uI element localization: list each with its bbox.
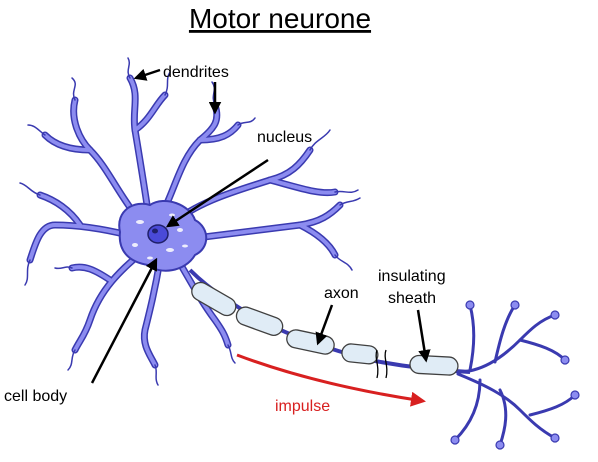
label-cell-body: cell body <box>4 388 67 405</box>
impulse-arrow <box>236 353 426 407</box>
label-nucleus: nucleus <box>257 129 312 146</box>
nucleus <box>147 224 169 244</box>
label-arrows <box>90 68 431 384</box>
label-axon: axon <box>324 285 359 302</box>
diagram-title: Motor neurone <box>189 3 371 34</box>
axon-terminals <box>450 300 580 450</box>
label-impulse: impulse <box>275 398 330 415</box>
label-dendrites: dendrites <box>163 64 229 81</box>
dendrites <box>19 57 361 386</box>
label-insulating: insulating <box>378 268 446 285</box>
label-sheath: sheath <box>388 290 436 307</box>
